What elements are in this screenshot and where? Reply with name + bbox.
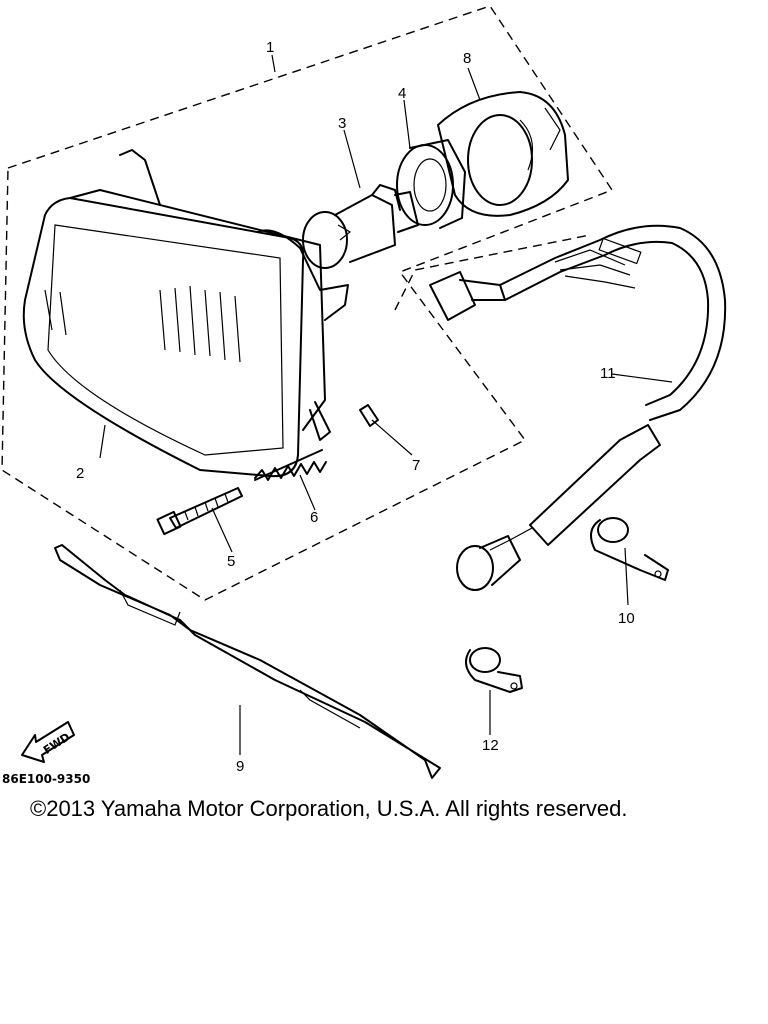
fwd-label: FWD [41,730,72,757]
bracket-stay [54,544,441,779]
callout-3: 3 [338,115,346,132]
clamp-12 [465,647,523,693]
callout-8: 8 [463,50,471,67]
headlight-exploded-diagram: FWD 1 2 3 4 8 5 6 7 9 10 11 12 86E100-93… [1,5,727,786]
callout-11: 11 [600,365,616,382]
clamp-10 [590,517,669,581]
spring [254,449,327,481]
callout-1: 1 [266,39,274,56]
forward-arrow: FWD [21,721,75,763]
callout-2: 2 [76,465,84,482]
wire-harness [429,224,727,591]
callout-4: 4 [398,85,406,102]
callout-12: 12 [482,737,499,754]
bulb [302,184,419,269]
rubber-cover [437,91,569,217]
clip-nut [359,404,379,427]
headlight-unit [22,149,349,478]
leader-lines [99,54,673,755]
part-code: 86E100-9350 [2,772,90,786]
callout-7: 7 [412,457,420,474]
copyright-notice: ©2013 Yamaha Motor Corporation, U.S.A. A… [30,796,628,821]
assembly-boundary-1 [1,5,614,601]
callout-9: 9 [236,758,244,775]
callout-5: 5 [227,553,235,570]
adjusting-bolt [156,487,243,536]
socket-ring [396,139,466,229]
callout-6: 6 [310,509,318,526]
callout-10: 10 [618,610,635,627]
